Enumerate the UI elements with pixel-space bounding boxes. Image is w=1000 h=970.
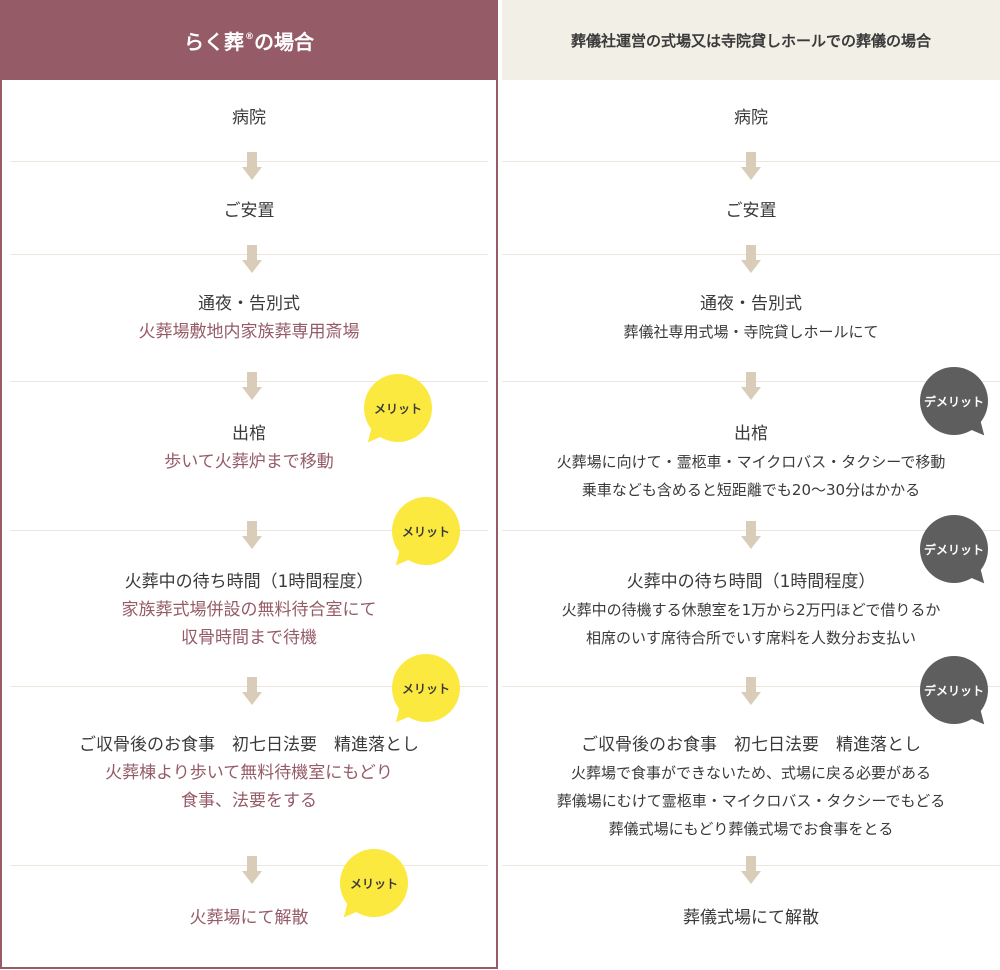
step-title: ご収骨後のお食事 初七日法要 精進落とし bbox=[581, 735, 921, 755]
step-detail-2: 葬儀場にむけて霊柩車・マイクロバス・タクシーでもどる bbox=[556, 792, 946, 810]
step-enchi: ご安置 bbox=[2, 197, 496, 225]
step-detail-3: 葬儀式場にもどり葬儀式場でお食事をとる bbox=[608, 820, 894, 838]
down-arrow-icon bbox=[242, 856, 262, 886]
funeral-hall-header-title: 葬儀社運営の式場又は寺院貸しホールでの葬儀の場合 bbox=[570, 31, 931, 50]
step-title: 出棺 bbox=[734, 424, 768, 444]
step-dismissal: 火葬場にて解散 bbox=[2, 904, 496, 932]
funeral-hall-column-header: 葬儀社運営の式場又は寺院貸しホールでの葬儀の場合 bbox=[502, 0, 1000, 80]
down-arrow-icon bbox=[741, 245, 761, 275]
step-tsuya-kokubetsushiki: 通夜・告別式 火葬場敷地内家族葬専用斎場 bbox=[2, 290, 496, 346]
down-arrow-icon bbox=[741, 677, 761, 707]
step-tsuya-kokubetsushiki: 通夜・告別式 葬儀社専用式場・寺院貸しホールにて bbox=[502, 290, 1000, 346]
step-meal-after-shukotsu: ご収骨後のお食事 初七日法要 精進落とし 火葬場で食事ができないため、式場に戻る… bbox=[502, 731, 1000, 843]
step-title: 火葬中の待ち時間（1時間程度） bbox=[124, 572, 374, 592]
step-title: 出棺 bbox=[232, 424, 266, 444]
merit-badge: メリット bbox=[364, 374, 432, 442]
step-detail: 火葬場敷地内家族葬専用斎場 bbox=[138, 322, 360, 342]
step-waiting-time: 火葬中の待ち時間（1時間程度） 家族葬式場併設の無料待合室にて 収骨時間まで待機 bbox=[2, 568, 496, 652]
down-arrow-icon bbox=[741, 856, 761, 886]
step-title: ご収骨後のお食事 初七日法要 精進落とし bbox=[79, 735, 419, 755]
demerit-badge: デメリット bbox=[920, 367, 988, 435]
step-title: 通夜・告別式 bbox=[700, 294, 802, 314]
step-title: 通夜・告別式 bbox=[198, 294, 300, 314]
step-dismissal: 葬儀式場にて解散 bbox=[502, 904, 1000, 932]
step-title: ご安置 bbox=[223, 201, 275, 221]
step-detail: 歩いて火葬炉まで移動 bbox=[164, 452, 334, 472]
step-title: 病院 bbox=[734, 108, 768, 128]
merit-badge: メリット bbox=[340, 849, 408, 917]
down-arrow-icon bbox=[242, 521, 262, 551]
down-arrow-icon bbox=[242, 152, 262, 182]
down-arrow-icon bbox=[741, 521, 761, 551]
step-detail: 家族葬式場併設の無料待合室にて bbox=[121, 600, 377, 620]
merit-badge: メリット bbox=[392, 497, 460, 565]
down-arrow-icon bbox=[242, 372, 262, 402]
demerit-badge: デメリット bbox=[920, 515, 988, 583]
step-detail-2: 相席のいす席待合所でいす席料を人数分お支払い bbox=[585, 629, 916, 647]
down-arrow-icon bbox=[741, 372, 761, 402]
rakusou-column-header: らく葬®の場合 bbox=[0, 0, 498, 80]
merit-badge: メリット bbox=[392, 654, 460, 722]
step-title: 葬儀式場にて解散 bbox=[683, 908, 819, 928]
step-detail: 火葬中の待機する休憩室を1万から2万円ほどで借りるか bbox=[561, 601, 941, 619]
down-arrow-icon bbox=[741, 152, 761, 182]
rakusou-header-suffix: の場合 bbox=[254, 29, 314, 54]
step-title: 火葬中の待ち時間（1時間程度） bbox=[626, 572, 876, 592]
step-enchi: ご安置 bbox=[502, 197, 1000, 225]
step-hospital: 病院 bbox=[2, 104, 496, 132]
step-shukkan: 出棺 歩いて火葬炉まで移動 bbox=[2, 420, 496, 476]
demerit-badge: デメリット bbox=[920, 656, 988, 724]
funeral-hall-column: 葬儀社運営の式場又は寺院貸しホールでの葬儀の場合 病院 ご安置 通夜・告別式 葬… bbox=[502, 0, 1000, 970]
step-detail: 火葬場に向けて・霊柩車・マイクロバス・タクシーで移動 bbox=[556, 453, 946, 471]
step-detail: 葬儀社専用式場・寺院貸しホールにて bbox=[623, 323, 879, 341]
step-detail-2: 食事、法要をする bbox=[181, 791, 317, 811]
step-detail-2: 収骨時間まで待機 bbox=[181, 628, 317, 648]
rakusou-column: らく葬®の場合 病院 ご安置 通夜・告別式 火葬場敷地内家族葬専用斎場 メリット… bbox=[0, 0, 498, 969]
down-arrow-icon bbox=[242, 677, 262, 707]
step-shukkan: 出棺 火葬場に向けて・霊柩車・マイクロバス・タクシーで移動 乗車なども含めると短… bbox=[502, 420, 1000, 504]
registered-mark: ® bbox=[245, 32, 254, 42]
step-hospital: 病院 bbox=[502, 104, 1000, 132]
step-meal-after-shukotsu: ご収骨後のお食事 初七日法要 精進落とし 火葬棟より歩いて無料待機室にもどり 食… bbox=[2, 731, 496, 815]
down-arrow-icon bbox=[242, 245, 262, 275]
step-detail-2: 乗車なども含めると短距離でも20〜30分はかかる bbox=[581, 481, 921, 499]
step-title: ご安置 bbox=[725, 201, 777, 221]
step-detail: 火葬場で食事ができないため、式場に戻る必要がある bbox=[570, 764, 931, 782]
rakusou-header-title: らく葬 bbox=[184, 29, 244, 54]
step-title: 病院 bbox=[232, 108, 266, 128]
step-title: 火葬場にて解散 bbox=[189, 908, 309, 928]
step-waiting-time: 火葬中の待ち時間（1時間程度） 火葬中の待機する休憩室を1万から2万円ほどで借り… bbox=[502, 568, 1000, 652]
step-detail: 火葬棟より歩いて無料待機室にもどり bbox=[105, 763, 393, 783]
